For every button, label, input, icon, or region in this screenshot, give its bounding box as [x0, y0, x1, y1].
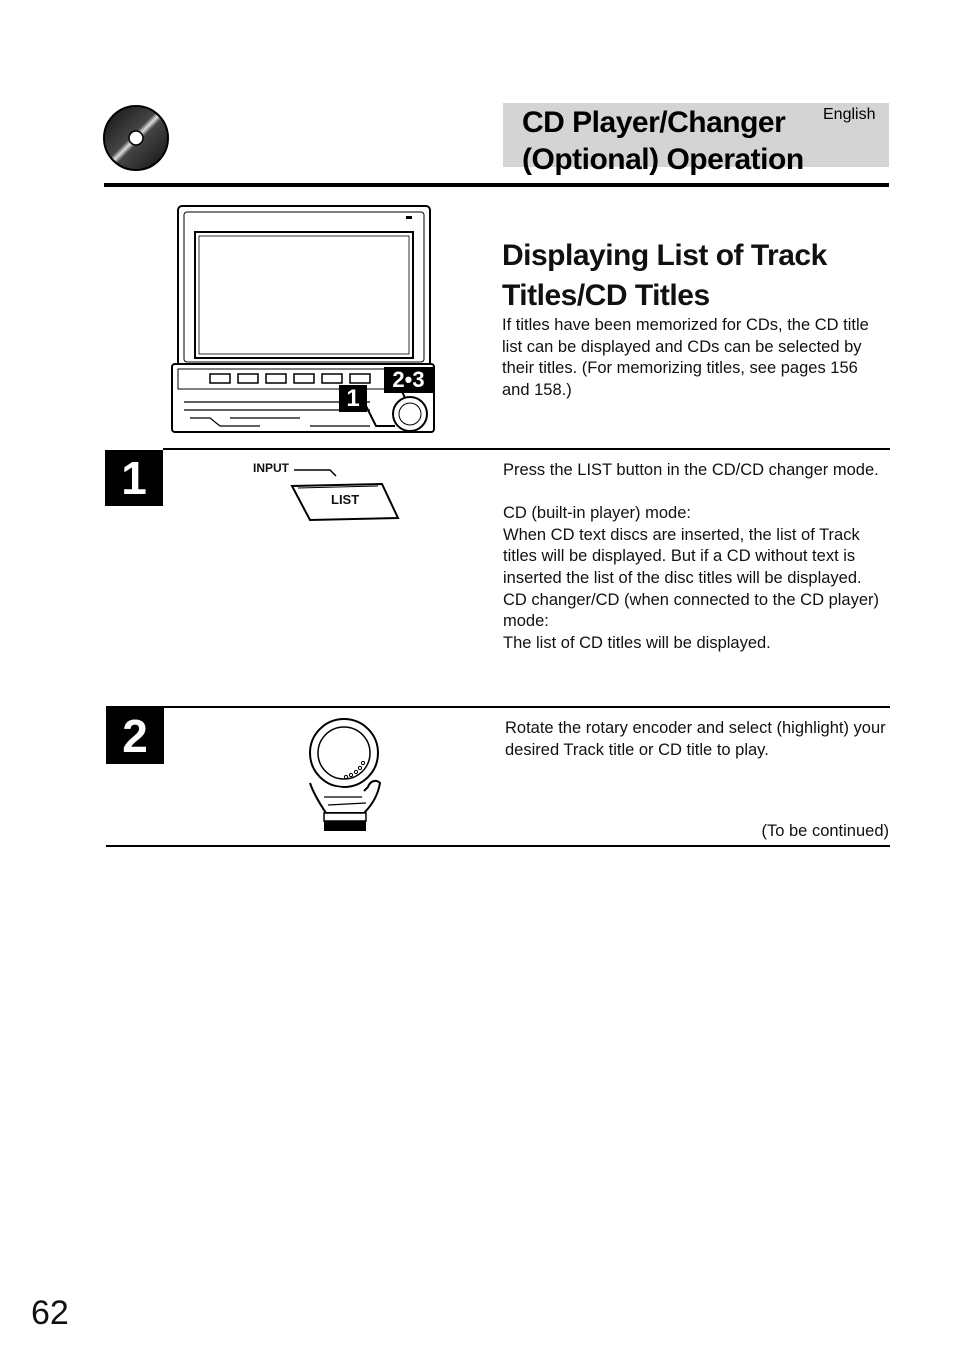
- step-2-instructions: Rotate the rotary encoder and select (hi…: [505, 719, 886, 759]
- list-button-illustration: [290, 469, 400, 522]
- step-1-text-6: The list of CD titles will be displayed.: [503, 633, 771, 652]
- step-1-top-rule: [163, 448, 890, 450]
- step-1-text-5: CD changer/CD (when connected to the CD …: [503, 590, 880, 631]
- callout-2-3-label: 2•3: [384, 367, 433, 393]
- header-title-box: [503, 103, 889, 167]
- step-1-text-1: Press the LIST button in the CD/CD chang…: [503, 461, 879, 479]
- step-2-badge: 2: [106, 708, 164, 764]
- page-title-line1: CD Player/Changer: [522, 106, 786, 139]
- step-1-text-2: [503, 482, 895, 504]
- step-1-text-4: When CD text discs are inserted, the lis…: [503, 525, 862, 587]
- language-label: English: [823, 106, 876, 123]
- step-1-instructions: Press the LIST button in the CD/CD chang…: [503, 460, 895, 654]
- list-button-label: LIST: [331, 492, 360, 507]
- header-rule: [104, 183, 889, 187]
- step-2-bottom-rule: [106, 845, 890, 847]
- step-1-badge: 1: [105, 450, 163, 506]
- section-title-line1: Displaying List of Track: [502, 239, 827, 272]
- step-1-text-3: CD (built-in player) mode:: [503, 504, 691, 523]
- callout-1-label: 1: [339, 385, 367, 412]
- page-title: CD Player/Changer (Optional) Operation: [522, 104, 822, 178]
- input-button-label: INPUT: [253, 461, 289, 475]
- page-title-line2: (Optional) Operation: [522, 143, 804, 176]
- page-number: 62: [31, 1294, 69, 1332]
- to-be-continued-note: (To be continued): [761, 822, 890, 840]
- step-2-top-rule: [106, 706, 890, 708]
- device-illustration: [171, 205, 435, 433]
- section-title: Displaying List of Track Titles/CD Title…: [502, 236, 882, 316]
- rotary-encoder-hand-icon: [309, 718, 382, 831]
- cd-disc-icon: [103, 105, 169, 171]
- intro-paragraph: If titles have been memorized for CDs, t…: [502, 316, 869, 399]
- section-title-line2: Titles/CD Titles: [502, 279, 710, 312]
